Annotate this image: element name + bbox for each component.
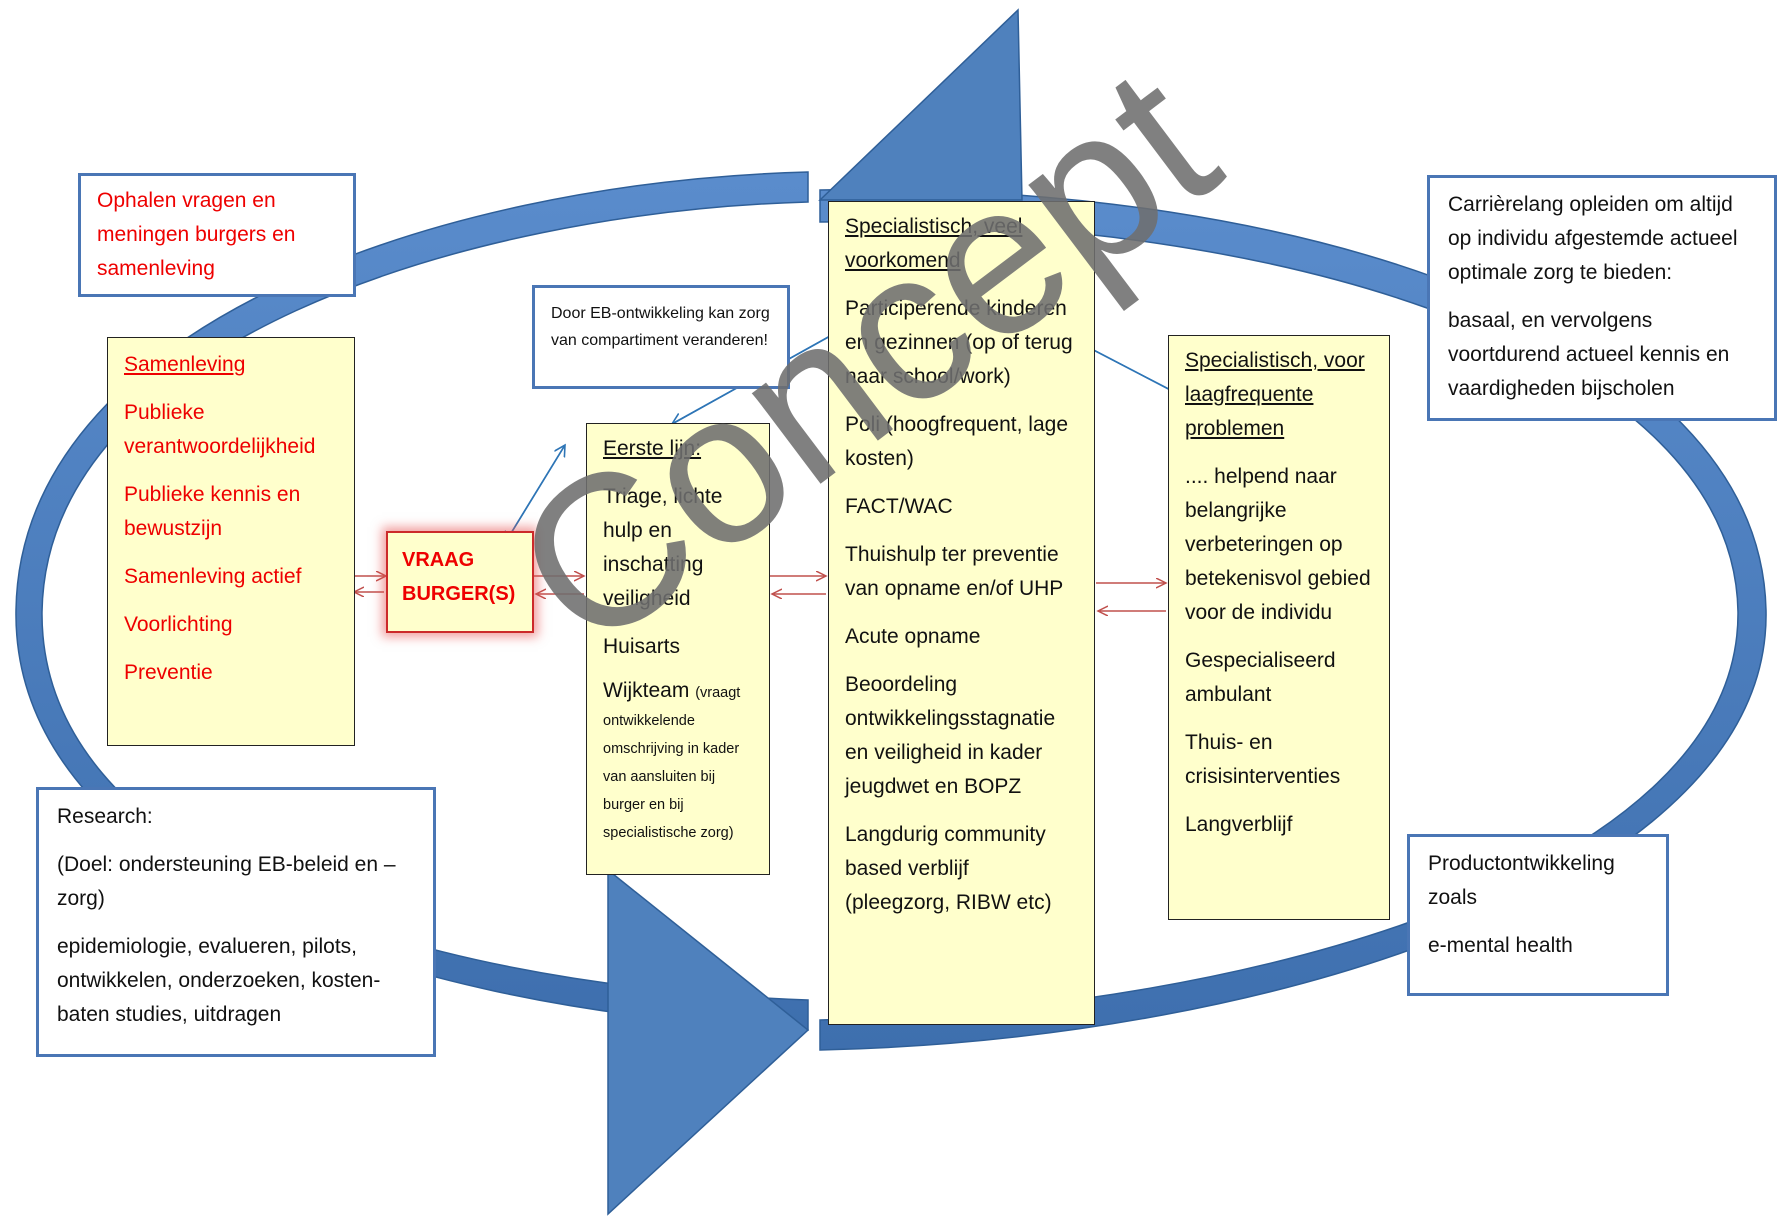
eerste-lijn-item: Huisarts	[603, 635, 681, 658]
research-paragraph: Research:	[57, 805, 153, 828]
samenleving-item: Publieke kennis en bewustzijn	[124, 483, 301, 540]
wijkteam-item: Wijkteam (vraagt ontwikkelende omschrijv…	[603, 678, 753, 846]
carriere-paragraph: basaal, en vervolgens voortdurend actuee…	[1448, 309, 1730, 400]
eb-ontwikkeling-text: Door EB-ontwikkeling kan zorg van compar…	[551, 305, 770, 349]
specialistisch-laag-title: Specialistisch, voor laagfrequente probl…	[1185, 349, 1365, 440]
research-paragraph: (Doel: ondersteuning EB-beleid en –zorg)	[57, 853, 396, 910]
cycle-arrowhead-top	[818, 8, 1023, 201]
wijkteam-note: (vraagt ontwikkelende omschrijving in ka…	[603, 685, 741, 841]
samenleving-item: Preventie	[124, 661, 213, 684]
specialistisch-veel-item: Participerende kinderen en gezinnen (op …	[845, 297, 1073, 388]
research-paragraph: epidemiologie, evalueren, pilots, ontwik…	[57, 935, 381, 1026]
specialistisch-laag-item: Gespecialiseerd ambulant	[1185, 649, 1336, 706]
samenleving-title: Samenleving	[124, 353, 246, 376]
research-box: Research: (Doel: ondersteuning EB-beleid…	[36, 787, 436, 1057]
samenleving-item: Samenleving actief	[124, 565, 302, 588]
wijkteam-label: Wijkteam	[603, 679, 690, 702]
specialistisch-veel-item: Beoordeling ontwikkelingsstagnatie en ve…	[845, 673, 1056, 798]
productontwikkeling-box: Productontwikkeling zoals e-mental healt…	[1407, 834, 1669, 996]
ophalen-vragen-box: Ophalen vragen en meningen burgers en sa…	[78, 173, 356, 297]
eerste-lijn-item: Triage, lichte hulp en inschatting veili…	[603, 485, 723, 610]
vraag-burger-box: VRAAG BURGER(S)	[386, 531, 534, 633]
eerste-lijn-title: Eerste lijn:	[603, 437, 702, 460]
specialistisch-veel-title: Specialistisch, veel voorkomend	[845, 215, 1023, 272]
specialistisch-veel-box: Specialistisch, veel voorkomend Particip…	[828, 201, 1095, 1025]
cycle-arrowhead-bottom	[607, 868, 810, 1216]
samenleving-box: Samenleving Publieke verantwoordelijkhei…	[107, 337, 355, 746]
carriere-paragraph: Carrièrelang opleiden om altijd op indiv…	[1448, 193, 1738, 284]
blue-arrow-eerste-to-vraag	[504, 445, 565, 544]
eb-ontwikkeling-note: Door EB-ontwikkeling kan zorg van compar…	[532, 285, 790, 389]
specialistisch-veel-item: Thuishulp ter preventie van opname en/of…	[845, 543, 1064, 600]
samenleving-item: Voorlichting	[124, 613, 233, 636]
specialistisch-veel-item: Poli (hoogfrequent, lage kosten)	[845, 413, 1068, 470]
specialistisch-laag-box: Specialistisch, voor laagfrequente probl…	[1168, 335, 1390, 920]
carriere-opleiden-box: Carrièrelang opleiden om altijd op indiv…	[1427, 175, 1777, 421]
specialistisch-laag-item: Langverblijf	[1185, 813, 1293, 836]
eerste-lijn-box: Eerste lijn: Triage, lichte hulp en insc…	[586, 423, 770, 875]
specialistisch-veel-item: FACT/WAC	[845, 495, 953, 518]
specialistisch-laag-item: .... helpend naar belangrijke verbeterin…	[1185, 465, 1371, 624]
vraag-burger-label: VRAAG BURGER(S)	[402, 549, 516, 605]
specialistisch-veel-item: Langdurig community based verblijf (plee…	[845, 823, 1052, 914]
specialistisch-laag-item: Thuis- en crisisinterventies	[1185, 731, 1341, 788]
specialistisch-veel-item: Acute opname	[845, 625, 981, 648]
product-paragraph: e-mental health	[1428, 934, 1573, 957]
product-paragraph: Productontwikkeling zoals	[1428, 852, 1615, 909]
samenleving-item: Publieke verantwoordelijkheid	[124, 401, 316, 458]
ophalen-vragen-text: Ophalen vragen en meningen burgers en sa…	[97, 189, 296, 280]
